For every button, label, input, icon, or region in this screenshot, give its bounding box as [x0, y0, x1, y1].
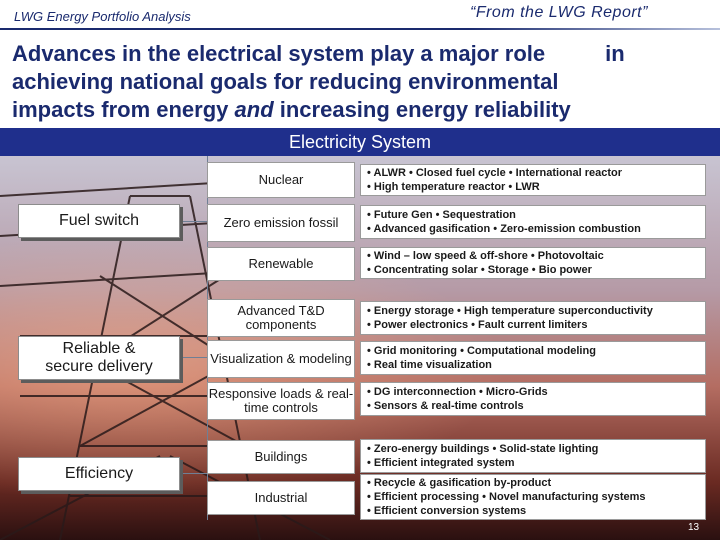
title-line3-start: impacts from energy: [12, 97, 235, 122]
connector-fuel-switch: [178, 221, 207, 222]
detail-line: • Zero-energy buildings • Solid-state li…: [367, 443, 599, 455]
detail-line: • Wind – low speed & off-shore • Photovo…: [367, 250, 604, 262]
title-line1: Advances in the electrical system play a…: [12, 41, 546, 66]
detail-line: • Grid monitoring • Computational modeli…: [367, 345, 596, 357]
detail-line: • Recycle & gasification by-product: [367, 477, 552, 489]
detail-industrial: • Recycle & gasification by-product • Ef…: [360, 474, 706, 520]
category-reliable-delivery: Reliable & secure delivery: [18, 336, 180, 380]
detail-line: • Future Gen • Sequestration: [367, 209, 516, 221]
header-right-label: “From the LWG Report”: [470, 4, 648, 21]
detail-line: • Efficient processing • Novel manufactu…: [367, 491, 646, 503]
detail-nuclear: • ALWR • Closed fuel cycle • Internation…: [360, 164, 706, 196]
detail-buildings: • Zero-energy buildings • Solid-state li…: [360, 439, 706, 473]
header-rule: [0, 28, 720, 30]
connector-trunk: [207, 156, 208, 520]
connector-reliable-delivery: [178, 357, 207, 358]
detail-zero-emission-fossil: • Future Gen • Sequestration • Advanced …: [360, 205, 706, 239]
title-line2: achieving national goals for reducing en…: [12, 69, 559, 94]
sub-renewable: Renewable: [207, 247, 355, 281]
detail-line: • Advanced gasification • Zero-emission …: [367, 223, 641, 235]
title-line3-emphasis: and: [234, 97, 274, 122]
detail-line: • ALWR • Closed fuel cycle • Internation…: [367, 167, 623, 179]
detail-line: • Power electronics • Fault current limi…: [367, 319, 588, 331]
sub-nuclear: Nuclear: [207, 162, 355, 198]
detail-line: • Efficient conversion systems: [367, 505, 527, 517]
electricity-system-banner: Electricity System: [0, 128, 720, 156]
detail-advanced-td: • Energy storage • High temperature supe…: [360, 301, 706, 335]
slide-title: Advances in the electrical system play a…: [12, 40, 712, 124]
category-fuel-switch: Fuel switch: [18, 204, 180, 238]
detail-line: • Energy storage • High temperature supe…: [367, 305, 653, 317]
detail-line: • High temperature reactor • LWR: [367, 181, 540, 193]
sub-buildings: Buildings: [207, 440, 355, 474]
detail-renewable: • Wind – low speed & off-shore • Photovo…: [360, 247, 706, 279]
sub-responsive-loads: Responsive loads & real-time controls: [207, 382, 355, 420]
page-number: 13: [688, 522, 700, 533]
header-left-label: LWG Energy Portfolio Analysis: [14, 9, 191, 24]
title-line1-end: in: [605, 41, 625, 66]
detail-line: • Efficient integrated system: [367, 457, 515, 469]
detail-line: • Sensors & real-time controls: [367, 400, 524, 412]
title-line3-end: increasing energy reliability: [273, 97, 571, 122]
connector-efficiency: [178, 473, 207, 474]
sub-industrial: Industrial: [207, 481, 355, 515]
detail-line: • DG interconnection • Micro-Grids: [367, 386, 548, 398]
detail-responsive-loads: • DG interconnection • Micro-Grids • Sen…: [360, 382, 706, 416]
detail-visualization: • Grid monitoring • Computational modeli…: [360, 341, 706, 375]
detail-line: • Concentrating solar • Storage • Bio po…: [367, 264, 592, 276]
category-efficiency: Efficiency: [18, 457, 180, 491]
sub-advanced-td: Advanced T&D components: [207, 299, 355, 337]
detail-line: • Real time visualization: [367, 359, 492, 371]
sub-visualization: Visualization & modeling: [207, 340, 355, 378]
sub-zero-emission-fossil: Zero emission fossil: [207, 204, 355, 242]
